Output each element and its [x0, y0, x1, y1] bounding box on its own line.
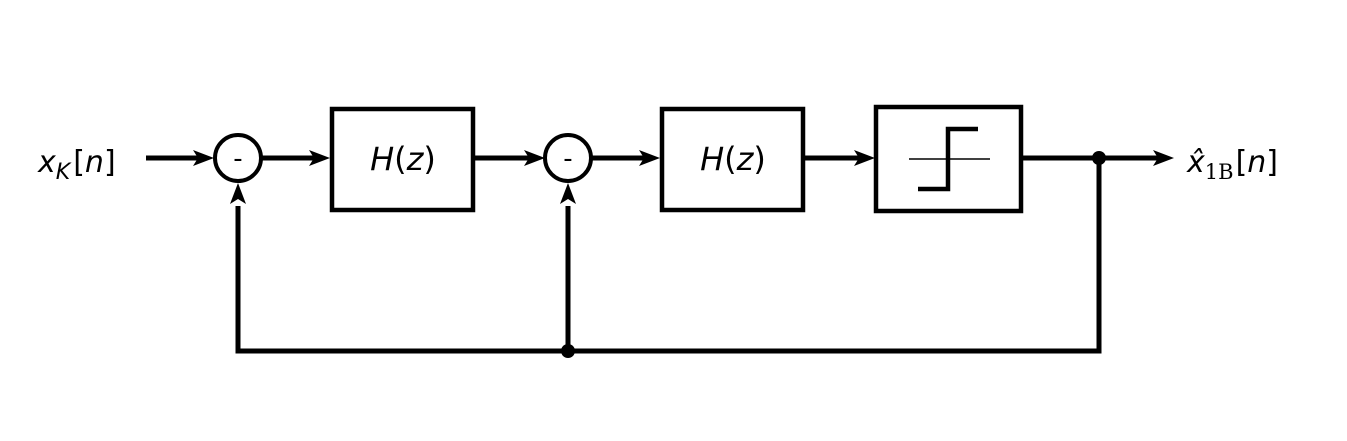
input-bracket-close: ] — [104, 145, 116, 180]
arrow-block2-to-quantizer — [854, 150, 875, 166]
sum-junction-1: - — [213, 133, 263, 183]
arrow-input-to-sum1 — [193, 150, 214, 166]
output-bracket-close: ] — [1266, 145, 1278, 180]
sum2-sign: - — [563, 144, 572, 174]
output-bracket-open: [ — [1236, 145, 1248, 180]
feedback-branch-point — [561, 344, 575, 358]
input-subscript: K — [56, 160, 72, 185]
output-index: n — [1247, 145, 1266, 180]
output-subscript: 1B — [1205, 160, 1234, 184]
transfer-function-block-1: H(z) — [329, 106, 476, 213]
arrow-block1-to-sum2 — [524, 150, 545, 166]
step-quantizer-icon — [909, 126, 990, 192]
input-label: xK[n] — [37, 145, 116, 185]
sum1-sign: - — [233, 144, 242, 174]
arrow-sum1-to-block1 — [309, 150, 330, 166]
block2-label: H(z) — [700, 140, 766, 178]
block1-label: H(z) — [370, 140, 436, 178]
transfer-function-block-2: H(z) — [659, 106, 806, 213]
output-var: x̂ — [1186, 145, 1205, 180]
arrow-feedback-to-sum1 — [230, 183, 246, 204]
output-label: x̂1B[n] — [1186, 145, 1278, 184]
input-bracket-open: [ — [73, 145, 85, 180]
arrow-sum2-to-block2 — [639, 150, 660, 166]
arrow-feedback-to-sum2 — [560, 183, 576, 204]
sum-junction-2: - — [543, 133, 593, 183]
input-var: x — [37, 145, 56, 180]
arrow-output — [1153, 150, 1174, 166]
feedback-path — [235, 158, 1102, 354]
quantizer-block — [873, 104, 1024, 214]
input-index: n — [85, 145, 104, 180]
